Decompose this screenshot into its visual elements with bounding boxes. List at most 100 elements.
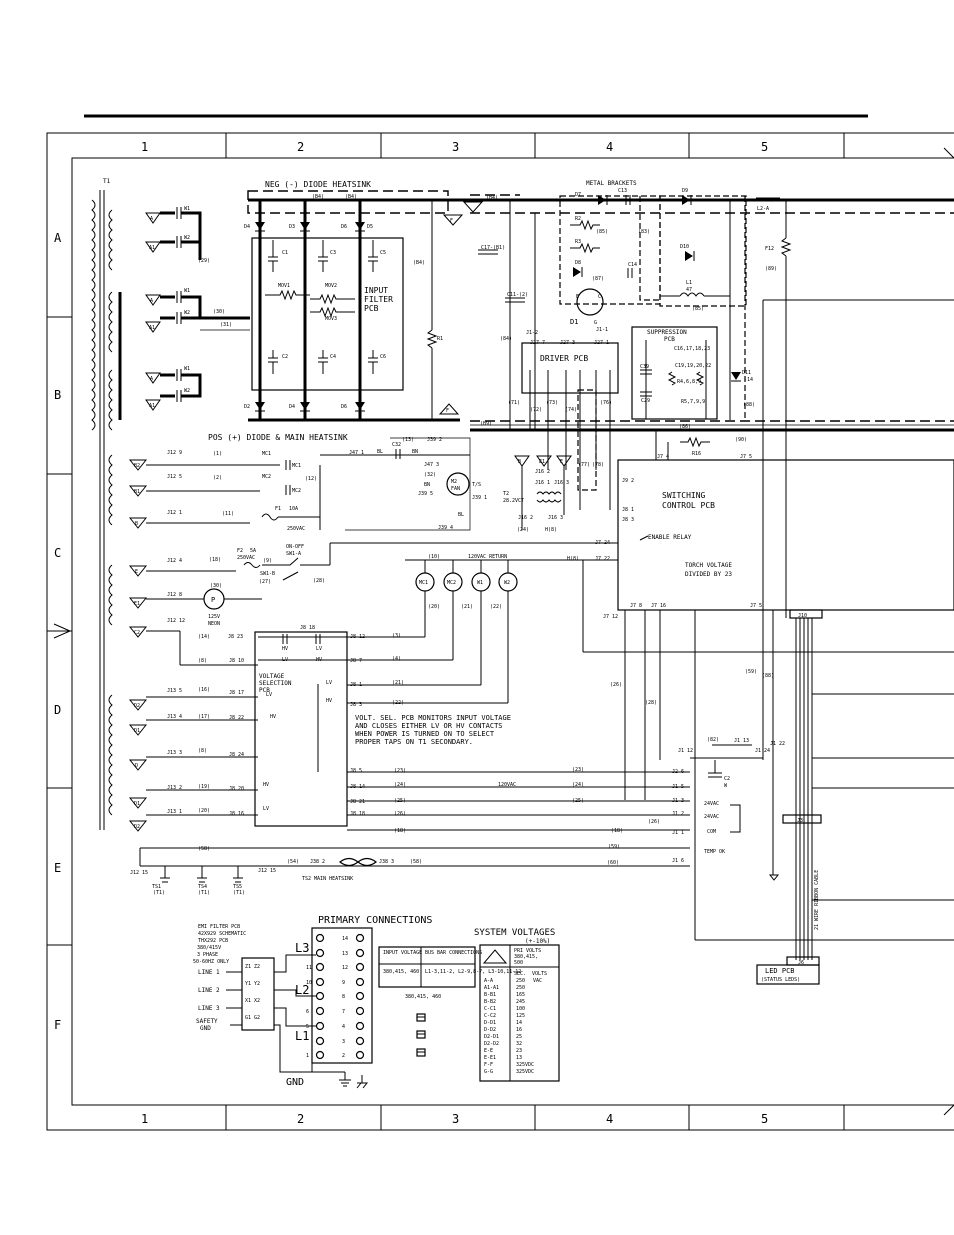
svg-text:(20): (20) xyxy=(428,604,440,610)
primary-caps: W1 W2 W1 W2 W1 W2 (29) (30) (31) xyxy=(118,206,250,420)
svg-text:TS1: TS1 xyxy=(152,884,161,890)
svg-text:W: W xyxy=(724,783,728,789)
svg-text:HV: HV xyxy=(270,714,276,720)
torch-voltage-label: TORCH VOLTAGE xyxy=(685,562,732,569)
svg-text:(3): (3) xyxy=(392,633,401,639)
svg-text:W2: W2 xyxy=(184,310,190,316)
svg-text:(B4): (B4) xyxy=(345,194,357,200)
svg-text:J39 2: J39 2 xyxy=(427,437,442,443)
primary-title: PRIMARY CONNECTIONS xyxy=(318,915,432,926)
primary-filter-note: THX292 PCB xyxy=(198,938,228,944)
svg-text:HV: HV xyxy=(263,782,269,788)
svg-text:A: A xyxy=(150,376,153,382)
svg-text:(14): (14) xyxy=(198,634,210,640)
terminal-num: 10 xyxy=(306,980,312,986)
conn-mid: J8 24 xyxy=(229,752,244,758)
svg-text:B2: B2 xyxy=(134,463,140,469)
svg-text:(30): (30) xyxy=(213,309,225,315)
metal-brackets: METAL BRACKETS D7 C13 R2 (85) R3 D8 (87)… xyxy=(559,180,661,333)
system-row-cell: 32 xyxy=(516,1041,522,1047)
d1-label: D1 xyxy=(570,318,578,326)
fan-label: M2 xyxy=(451,479,457,485)
switching-control-pcb: SWITCHING CONTROL PCB ENABLE RELAY TORCH… xyxy=(595,430,954,620)
diode-label: D4 xyxy=(289,404,295,410)
volt-sel-note: AND CLOSES EITHER LV OR HV CONTACTS xyxy=(355,722,503,730)
svg-text:J16 3: J16 3 xyxy=(554,480,569,486)
system-row-cell: D2-D1 xyxy=(484,1034,499,1040)
svg-text:(26): (26) xyxy=(610,682,622,688)
col-1-bottom: 1 xyxy=(141,1112,148,1126)
svg-text:(26): (26) xyxy=(394,811,406,817)
svg-text:J8 1: J8 1 xyxy=(622,507,634,513)
f1-label: F1 xyxy=(275,506,281,512)
ribbon-cable: J10 J3 21 WIRE RIBBON CABLE J6 LED PCB (… xyxy=(583,609,954,985)
svg-text:(20): (20) xyxy=(198,808,210,814)
svg-text:D10: D10 xyxy=(680,244,689,250)
diode-label: D2 xyxy=(244,404,250,410)
svg-text:(78): (78) xyxy=(592,462,604,468)
svg-text:(1): (1) xyxy=(213,451,222,457)
svg-text:C2: C2 xyxy=(134,630,140,636)
svg-text:(58): (58) xyxy=(410,859,422,865)
system-row-cell: G-G xyxy=(484,1069,493,1075)
conn-left: J13 4 xyxy=(167,714,182,720)
svg-text:(12): (12) xyxy=(305,476,317,482)
input-filter-pcb: INPUT FILTER PCB C1 C3 C5 C2 C4 C6 MOV1 … xyxy=(251,237,404,391)
metal-brackets-label: METAL BRACKETS xyxy=(586,180,637,187)
svg-text:BN: BN xyxy=(412,449,418,455)
svg-text:(71): (71) xyxy=(508,400,520,406)
svg-text:(54): (54) xyxy=(287,859,299,865)
volt-sel-label: SELECTION xyxy=(259,680,292,687)
svg-text:(B9): (B9) xyxy=(480,421,492,427)
diode-label: D3 xyxy=(289,224,295,230)
col-5-bottom: 5 xyxy=(761,1112,768,1126)
table-head: BUS BAR CONNECTIONS xyxy=(425,950,482,956)
system-sec-head: SEC. xyxy=(514,971,526,977)
svg-text:(T1): (T1) xyxy=(198,890,210,896)
svg-text:(90): (90) xyxy=(735,437,747,443)
svg-text:(B4): (B4) xyxy=(486,195,498,201)
system-row-cell: VAC xyxy=(533,978,542,984)
conn-left: J13 3 xyxy=(167,750,182,756)
block-label: X1 X2 xyxy=(245,998,260,1004)
svg-text:MC1: MC1 xyxy=(292,463,301,469)
vac120-label: 120VAC xyxy=(498,782,516,788)
primary-phase-note: 3 PHASE xyxy=(197,952,218,958)
col-2: 2 xyxy=(297,140,304,154)
drawing-frame xyxy=(46,132,954,1131)
motor-label: W1 xyxy=(477,580,483,586)
transformer-t1: T1 xyxy=(91,178,113,830)
svg-text:(85): (85) xyxy=(596,229,608,235)
svg-text:TS4: TS4 xyxy=(198,884,207,890)
diode-label: D6 xyxy=(341,224,347,230)
svg-text:J12 15: J12 15 xyxy=(258,868,276,874)
svg-text:J16 1: J16 1 xyxy=(535,480,550,486)
svg-text:J6: J6 xyxy=(798,960,804,966)
svg-text:J7 5: J7 5 xyxy=(740,454,752,460)
svg-text:D1: D1 xyxy=(134,801,140,807)
svg-text:W1: W1 xyxy=(184,288,190,294)
svg-text:(60): (60) xyxy=(607,860,619,866)
svg-text:J39 4: J39 4 xyxy=(438,525,453,531)
svg-text:J3: J3 xyxy=(797,818,803,824)
svg-text:(16): (16) xyxy=(198,687,210,693)
volt-sel-note: VOLT. SEL. PCB MONITORS INPUT VOLTAGE xyxy=(355,714,511,722)
col-2-bottom: 2 xyxy=(297,1112,304,1126)
system-row-cell: 125 xyxy=(516,1013,525,1019)
svg-text:D2: D2 xyxy=(134,824,140,830)
com-label: COM xyxy=(707,829,716,835)
svg-text:(8): (8) xyxy=(198,658,207,664)
line-label: LINE 1 xyxy=(198,969,220,976)
system-row-cell: A-A xyxy=(484,978,493,984)
svg-text:C32: C32 xyxy=(392,442,401,448)
output-stage: D9 D10 L1 47 (85) D11-14 (88) L2-A F12 (… xyxy=(659,188,954,760)
conn-mid: J8 23 xyxy=(228,634,243,640)
fan-motors: (10) 120VAC RETURN H(8) MC1 MC2 W1 W2 (2… xyxy=(405,554,618,703)
terminal-num: 9 xyxy=(342,980,345,986)
svg-text:C16,17,18,23: C16,17,18,23 xyxy=(674,346,710,352)
svg-text:(19): (19) xyxy=(198,784,210,790)
svg-text:(31): (31) xyxy=(220,322,232,328)
line-label: GND xyxy=(200,1025,211,1032)
conn-left: J12 1 xyxy=(167,510,182,516)
conn-left: J12 8 xyxy=(167,592,182,598)
